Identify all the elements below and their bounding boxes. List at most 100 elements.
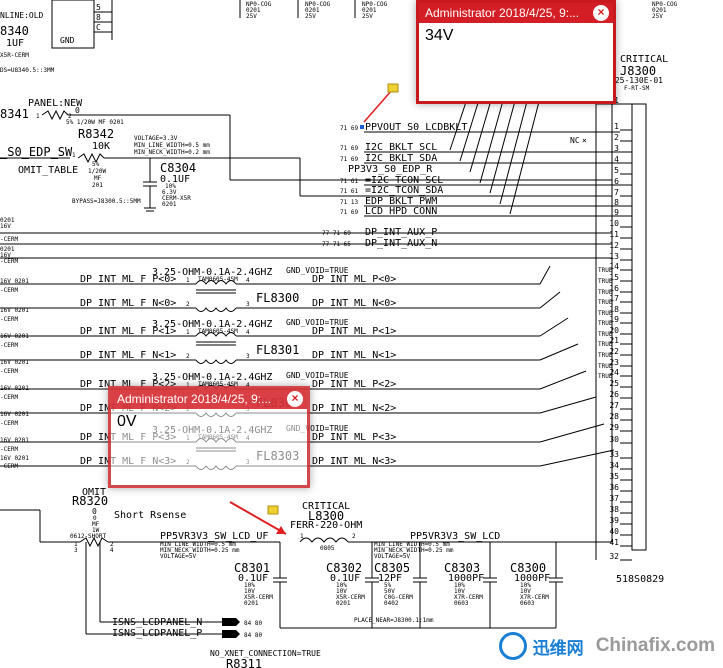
- connector-pin-number: 33: [609, 450, 619, 459]
- connector-pin-number: 2: [614, 133, 619, 142]
- cap-spec-fragment: -CERM: [0, 287, 18, 294]
- pin-number: 3: [246, 301, 250, 308]
- cap-value-label: 1UF: [6, 38, 24, 49]
- pin-number: 4: [110, 547, 114, 554]
- cap-spec-label: 0402: [384, 600, 399, 607]
- xnet-note: NO_XNET_CONNECTION=TRUE: [210, 649, 321, 658]
- connector-pin-number: 19: [609, 315, 619, 324]
- cap-ref-label: C8305: [374, 561, 410, 575]
- note-pin-icon[interactable]: [267, 505, 279, 515]
- pin-number: 2: [186, 353, 190, 360]
- omit-label: OMIT: [82, 487, 106, 498]
- chip-pin-label: 8: [96, 13, 101, 22]
- close-icon[interactable]: ×: [287, 391, 303, 407]
- resistor-spec-label: 0: [93, 515, 97, 522]
- connector-pin-number: 16: [609, 284, 619, 293]
- cap-ref-label: 8340: [0, 24, 29, 38]
- net-label: DP_INT_ML_P<3>: [312, 432, 396, 443]
- constraint-label: VOLTAGE=5V: [374, 553, 411, 560]
- cap-spec-label: 10%: [165, 183, 176, 190]
- pin-number: 1: [186, 382, 190, 389]
- ferrite-package-label: TAM0605-4SM: [198, 381, 238, 388]
- resistor-ref-label: 8341: [0, 107, 29, 121]
- true-flag: TRUE: [598, 289, 613, 296]
- cap-spec-label: 10V: [520, 588, 531, 595]
- constraint-label: MIN_LINE_WIDTH=0.5 mm: [160, 541, 236, 548]
- note-text[interactable]: 34V: [425, 27, 454, 44]
- cap-spec-label: NP0-COG: [305, 1, 331, 8]
- resistor-r8342: R8342 10K _S0_EDP_SW 1 5% 1/20W MF 201 O…: [0, 127, 300, 189]
- net-label: _S0_EDP_SW: [0, 145, 73, 159]
- short-rsense-label: Short Rsense: [114, 510, 186, 521]
- note-header[interactable]: Administrator 2018/4/25, 9:... ×: [111, 389, 307, 409]
- resistor-spec-label: MF: [92, 521, 100, 528]
- cap-spec-fragment: 0201: [0, 246, 15, 253]
- connector-pin-number: 14: [609, 262, 619, 271]
- cap-place-note: DS=U8340.5::3MM: [0, 67, 55, 74]
- connector-pin-number: 28: [609, 412, 619, 421]
- bypass-note: BYPASS=J8300.5::5MM: [72, 198, 141, 205]
- cap-spec-fragment: 16V: [0, 252, 11, 259]
- connector-pin-number: 38: [609, 505, 619, 514]
- net-label: DP_INT_ML_F_N<1>: [80, 350, 176, 361]
- cap-spec-fragment: 16V 0201: [0, 307, 29, 314]
- connector-pin-number: 10: [609, 219, 619, 228]
- cap-value-label: 0.1UF: [330, 573, 360, 584]
- connector-pin-number: 11: [609, 230, 619, 239]
- cap-spec-label: 5%: [384, 582, 392, 589]
- net-label: PP3V3_S0_EDP_R: [348, 164, 433, 175]
- inductor-l8300: CRITICAL L8300 FERR-220-OHM 0805 1 2: [290, 103, 632, 552]
- ferrite-spec-label: 3.25-OHM-0.1A-2.4GHZ: [152, 319, 272, 330]
- note-pin-icon[interactable]: [387, 83, 399, 93]
- net-label: I2C_BKLT_SCL: [365, 142, 437, 153]
- connector-pin-number: 37: [609, 494, 619, 503]
- cap-spec-fragment: -CERM: [0, 446, 18, 453]
- cap-spec-label: X7R-CERM: [454, 594, 483, 601]
- bottom-capacitors: C83010.1UF10%10VX5R-CERM0201C83020.1UF10…: [234, 542, 563, 629]
- place-near-note: PLACE_NEAR=J8300.1:1mm: [354, 617, 434, 624]
- ferrite-ref-label: FL8301: [256, 343, 299, 357]
- resistor-r8320: OMIT R8320 0 0 MF 1W 0612-SHORT Short Rs…: [0, 487, 280, 634]
- upper-rails: [0, 115, 612, 259]
- resistor-package-label: 0612-SHORT: [70, 533, 107, 540]
- cap-spec-label: 10%: [454, 582, 465, 589]
- note-text[interactable]: 0V: [117, 413, 137, 430]
- connector-pin-number: 40: [609, 527, 619, 536]
- cap-spec-label: 0201: [652, 7, 667, 14]
- page-ref: 71 69: [340, 209, 358, 216]
- true-flag: TRUE: [598, 267, 613, 274]
- connector-pin-number: 27: [609, 401, 619, 410]
- cap-spec-label: 0201: [362, 7, 377, 14]
- annotation-leader: [363, 89, 393, 123]
- resistor-spec-label: MF: [94, 175, 102, 182]
- cap-ref-label: C8304: [160, 161, 196, 175]
- connector-ref-label: J8300: [620, 64, 656, 78]
- constraint-label: VOLTAGE=5V: [160, 553, 197, 560]
- cap-spec-label: 25V: [305, 13, 316, 20]
- cap-spec-fragment: -CERM: [0, 342, 18, 349]
- resistor-ref-label: R8320: [72, 494, 108, 508]
- cap-spec-fragment: -CERM: [0, 394, 18, 401]
- cap-spec-fragment: 16V 0201: [0, 333, 29, 340]
- net-label: DP_INT_ML_N<3>: [312, 456, 396, 467]
- annotation-note[interactable]: Administrator 2018/4/25, 9:... × 0V: [108, 386, 310, 488]
- cap-spec-fragment: -CERM: [0, 368, 18, 375]
- cap-spec-label: 10%: [244, 582, 255, 589]
- voltage-note: VOLTAGE=3.3V MIN_LINE_WIDTH=0.5 mm MIN_N…: [134, 135, 210, 156]
- page-ref: 84 80: [244, 620, 262, 627]
- resistor-r8341: 8341 PANEL:NEW 1 2 0 5% 1/20W MF 0201: [0, 98, 230, 126]
- capacitor-c8304: C8304 0.1UF 10% 6.3V CERM-X5R 0201 BYPAS…: [72, 158, 196, 212]
- note-header[interactable]: Administrator 2018/4/25, 9:... ×: [419, 3, 613, 23]
- resistor-value-label: 0: [75, 106, 80, 115]
- net-label: I2C_BKLT_SDA: [365, 153, 437, 164]
- page-ref: 71 69: [340, 156, 358, 163]
- connector-part-label: 525-130E-01: [610, 76, 663, 85]
- net-label: DP_INT_ML_F_P<2>: [80, 379, 176, 390]
- resistor-spec-label: 1W: [92, 527, 100, 534]
- close-icon[interactable]: ×: [593, 5, 609, 21]
- annotation-note[interactable]: Administrator 2018/4/25, 9:... × 34V: [416, 0, 616, 104]
- net-label: DP_INT_ML_P<1>: [312, 326, 396, 337]
- net-label: DP_INT_ML_F_P<1>: [80, 326, 176, 337]
- cap-spec-label: 10V: [244, 588, 255, 595]
